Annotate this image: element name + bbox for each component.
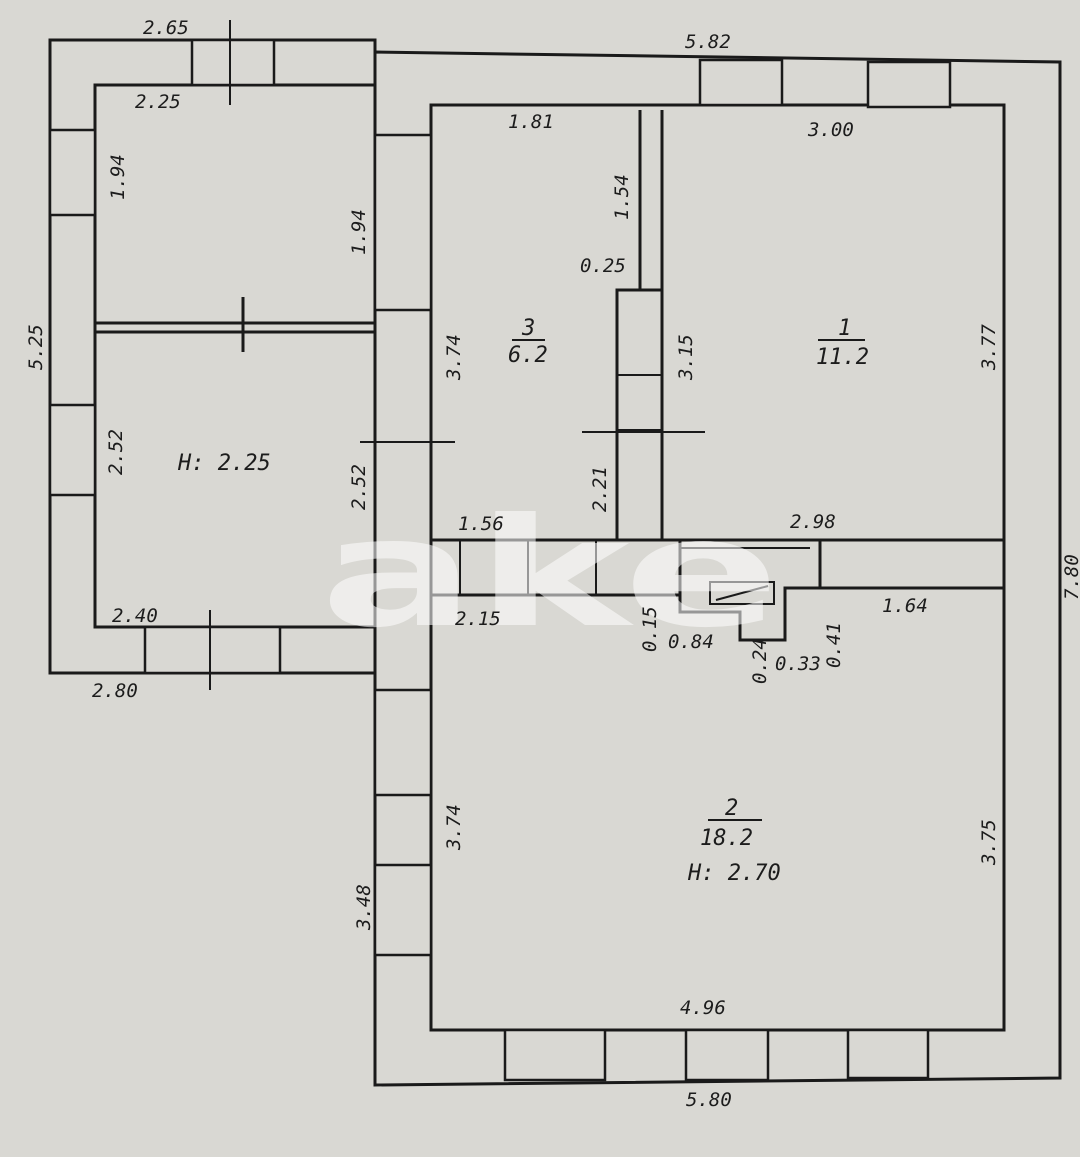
dim-room1-top: 3.00	[807, 119, 854, 141]
dimension-labels: 2.65 5.82 2.25 1.94 1.94 5.25 2.52 2.52 …	[25, 17, 1080, 1111]
window	[143, 625, 282, 675]
dim-room3-partition-gap: 0.25	[580, 255, 626, 277]
dim-top-right-outer: 5.82	[685, 31, 731, 53]
dim-left-room-height: 1.94	[107, 154, 129, 200]
window	[48, 403, 97, 497]
dim-left-outer-side: 5.25	[25, 324, 47, 370]
windows	[48, 20, 952, 1082]
room1-number: 1	[838, 316, 851, 341]
dim-oven-small-c: 0.41	[823, 622, 845, 668]
dim-room2-left-height: 3.74	[443, 804, 465, 851]
window	[846, 1028, 930, 1080]
dim-room3-left-height: 3.74	[443, 334, 465, 381]
dim-room3-top: 1.81	[508, 111, 554, 133]
dim-left-bottom-inner: 2.40	[112, 605, 158, 627]
dim-corridor-right: 2.98	[790, 511, 836, 533]
room2-height: H: 2.70	[687, 861, 781, 886]
window	[373, 688, 433, 797]
left-annex-height: H: 2.25	[177, 451, 271, 476]
room3-number: 3	[521, 316, 535, 341]
window	[503, 1028, 607, 1082]
dim-right-outer-side: 7.80	[1061, 554, 1080, 600]
window	[698, 58, 784, 107]
dim-top-left-outer: 2.65	[143, 17, 189, 39]
dim-left-lower-height-right: 2.52	[348, 464, 370, 510]
dim-corridor-left: 1.56	[458, 513, 504, 535]
dim-corridor-below-left: 2.15	[455, 608, 501, 630]
window	[373, 133, 433, 312]
dim-oven-depth: 0.15	[639, 606, 661, 652]
dim-corridor-below-right: 1.64	[882, 595, 928, 617]
dim-oven-small-b: 0.33	[775, 653, 821, 675]
room1-area: 11.2	[816, 345, 869, 370]
dim-room1-right-height: 3.77	[978, 324, 1000, 371]
dim-bottom-outer: 5.80	[686, 1089, 732, 1111]
dim-oven-small-a: 0.24	[749, 638, 771, 684]
dim-left-lower-height: 2.52	[105, 429, 127, 475]
window	[373, 863, 433, 957]
dim-left-room-height-right: 1.94	[348, 209, 370, 255]
room2-number: 2	[725, 796, 738, 821]
window	[190, 38, 276, 87]
dim-left-inner-top: 2.25	[135, 91, 181, 113]
dim-room3-top-partition: 1.54	[611, 174, 633, 220]
dim-oven-width: 0.84	[668, 631, 714, 653]
window	[866, 60, 952, 109]
room2-area: 18.2	[700, 826, 753, 851]
window	[684, 1028, 770, 1082]
dim-room3-lower-partition: 2.21	[589, 466, 611, 512]
dim-room2-bottom-inner: 4.96	[680, 997, 726, 1019]
room3-area: 6.2	[508, 343, 548, 368]
dim-left-bottom-outer: 2.80	[92, 680, 138, 702]
room-labels: 3 6.2 1 11.2 2 18.2 H: 2.70 H: 2.25	[177, 316, 869, 886]
watermark-logo: ake	[320, 487, 780, 661]
dim-room3-right-height: 3.15	[675, 334, 697, 381]
window	[48, 128, 97, 217]
dim-room2-right-height: 3.75	[978, 819, 1000, 866]
dim-room2-outer-left: 3.48	[353, 884, 375, 931]
